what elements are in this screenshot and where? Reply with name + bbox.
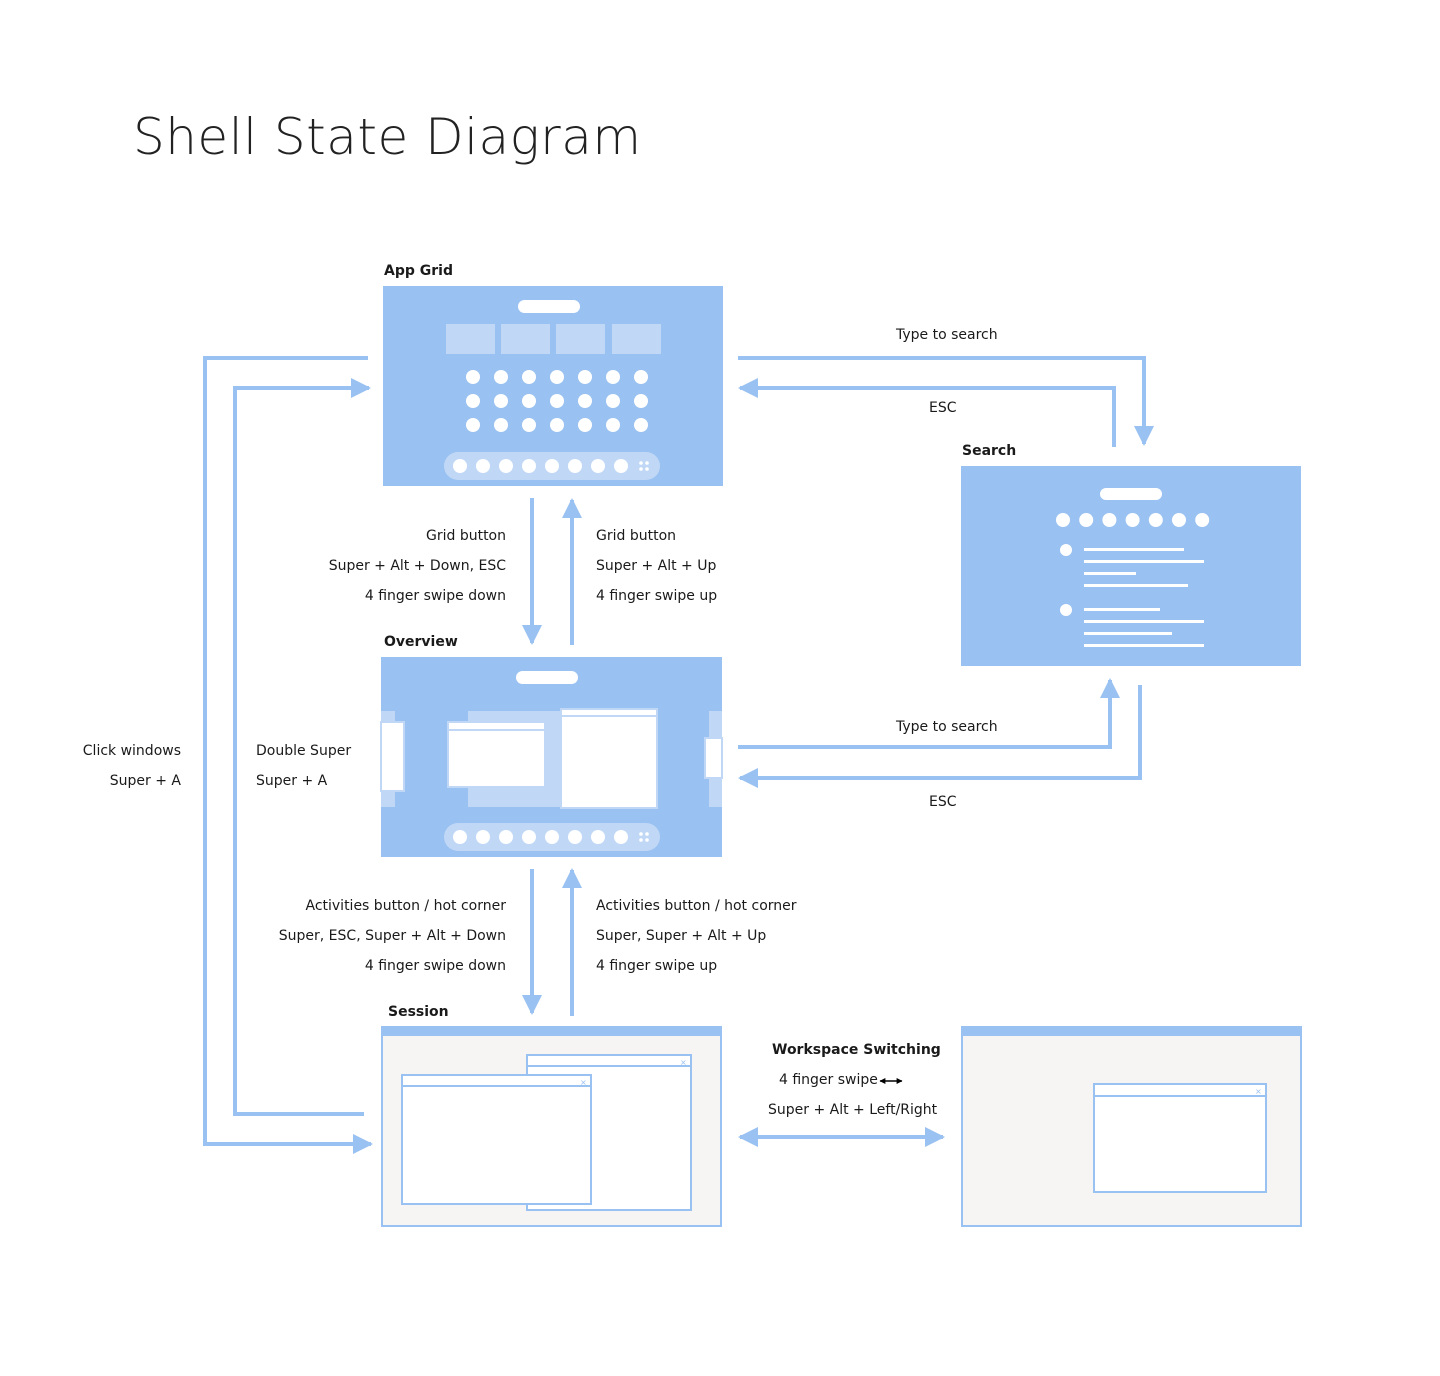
session-label: Session <box>388 1004 449 1020</box>
dash-app-dot <box>568 830 582 844</box>
app-icon-dot <box>550 370 564 384</box>
arrow-session-to-appgrid <box>233 378 371 1116</box>
app-grid-label: App Grid <box>384 263 453 279</box>
grid-button-dot <box>639 832 643 836</box>
edge-label-appgrid-to-search: Type to search <box>896 327 998 343</box>
other-workspace: × <box>961 1026 1302 1227</box>
workspace-switching-line2: Super + Alt + Left/Right <box>768 1102 938 1118</box>
svg-text:×: × <box>580 1078 587 1087</box>
workspace-switching-title: Workspace Switching <box>772 1042 941 1058</box>
grid-button-dot <box>645 461 649 465</box>
arrow-appgrid-to-session <box>203 356 373 1154</box>
search-state <box>961 466 1301 666</box>
edge-label-appgrid-to-overview-2: Super + Alt + Down, ESC <box>328 558 506 574</box>
app-icon-dot <box>606 418 620 432</box>
edge-label-overview-to-session-1: Activities button / hot corner <box>305 898 506 914</box>
app-icon-dot <box>494 418 508 432</box>
app-icon-dot <box>550 394 564 408</box>
app-icon-dot <box>578 418 592 432</box>
edge-label-search-to-overview: ESC <box>929 794 957 810</box>
grid-button-dot <box>639 461 643 465</box>
diagram-title: Shell State Diagram <box>133 108 642 166</box>
arrow-search-to-appgrid <box>738 378 1116 447</box>
dash-app-dot <box>499 830 513 844</box>
app-icon-dot <box>494 394 508 408</box>
edge-label-session-to-overview-3: 4 finger swipe up <box>596 958 718 974</box>
edge-label-overview-to-search: Type to search <box>896 719 998 735</box>
app-grid-state <box>383 286 723 486</box>
search-label: Search <box>962 443 1017 459</box>
app-icon-dot <box>606 394 620 408</box>
search-result-app-dot <box>1102 513 1117 527</box>
edge-label-appgrid-to-session-1: Click windows <box>82 743 181 759</box>
dash-app-dot <box>545 459 559 473</box>
edge-label-appgrid-to-overview-1: Grid button <box>425 528 506 544</box>
app-icon-dot <box>522 418 536 432</box>
app-icon-dot <box>550 418 564 432</box>
app-icon-dot <box>578 370 592 384</box>
grid-button-dot <box>645 838 649 842</box>
arrow-appgrid-to-search <box>738 356 1154 446</box>
edge-label-appgrid-to-session-2: Super + A <box>109 773 181 789</box>
edge-label-overview-to-appgrid-1: Grid button <box>596 528 677 544</box>
app-icon-dot <box>522 370 536 384</box>
grid-button-dot <box>645 467 649 471</box>
dash-app-dot <box>522 830 536 844</box>
edge-label-session-to-appgrid-1: Double Super <box>256 743 352 759</box>
arrow-overview-to-search <box>738 678 1120 749</box>
edge-label-overview-to-appgrid-3: 4 finger swipe up <box>596 588 718 604</box>
session-state: × × <box>381 1026 722 1227</box>
arrow-search-to-overview <box>738 685 1142 788</box>
grid-button-dot <box>639 467 643 471</box>
edge-label-overview-to-session-3: 4 finger swipe down <box>364 958 506 974</box>
search-result-app-dot <box>1056 513 1070 527</box>
search-result-app-dot <box>1079 513 1094 527</box>
search-result-app-dot <box>1172 513 1186 527</box>
dash-app-dot <box>499 459 513 473</box>
app-icon-dot <box>606 370 620 384</box>
search-result-app-dot <box>1125 513 1140 527</box>
search-result-app-dot <box>1148 513 1163 527</box>
dash-app-dot <box>476 830 490 844</box>
overview-label: Overview <box>384 634 458 650</box>
dash-app-dot <box>522 459 536 473</box>
dash-app-dot <box>614 459 628 473</box>
edge-label-search-to-appgrid: ESC <box>929 400 957 416</box>
app-icon-dot <box>578 394 592 408</box>
grid-button-dot <box>639 838 643 842</box>
dash-app-dot <box>591 459 605 473</box>
edge-label-session-to-overview-2: Super, Super + Alt + Up <box>596 928 767 944</box>
dash-app-dot <box>453 830 467 844</box>
app-icon-dot <box>466 418 480 432</box>
dash-app-dot <box>476 459 490 473</box>
edge-label-overview-to-appgrid-2: Super + Alt + Up <box>596 558 717 574</box>
app-icon-dot <box>522 394 536 408</box>
edge-label-session-to-appgrid-2: Super + A <box>256 773 328 789</box>
edge-label-overview-to-session-2: Super, ESC, Super + Alt + Down <box>278 928 506 944</box>
dash-app-dot <box>545 830 559 844</box>
svg-text:×: × <box>1255 1087 1262 1096</box>
app-icon-dot <box>634 370 648 384</box>
search-result-app-dot <box>1195 513 1210 527</box>
workspace-switching-line1: 4 finger swipe <box>779 1072 878 1088</box>
app-icon-dot <box>494 370 508 384</box>
app-icon-dot <box>634 394 648 408</box>
edge-label-session-to-overview-1: Activities button / hot corner <box>596 898 797 914</box>
grid-button-dot <box>645 832 649 836</box>
dash-app-dot <box>453 459 467 473</box>
svg-text:×: × <box>680 1058 687 1067</box>
overview-state <box>380 657 723 857</box>
app-icon-dot <box>466 394 480 408</box>
app-icon-dot <box>634 418 648 432</box>
dash-app-dot <box>568 459 582 473</box>
dash-app-dot <box>614 830 628 844</box>
dash-app-dot <box>591 830 605 844</box>
edge-label-appgrid-to-overview-3: 4 finger swipe down <box>364 588 506 604</box>
app-icon-dot <box>466 370 480 384</box>
